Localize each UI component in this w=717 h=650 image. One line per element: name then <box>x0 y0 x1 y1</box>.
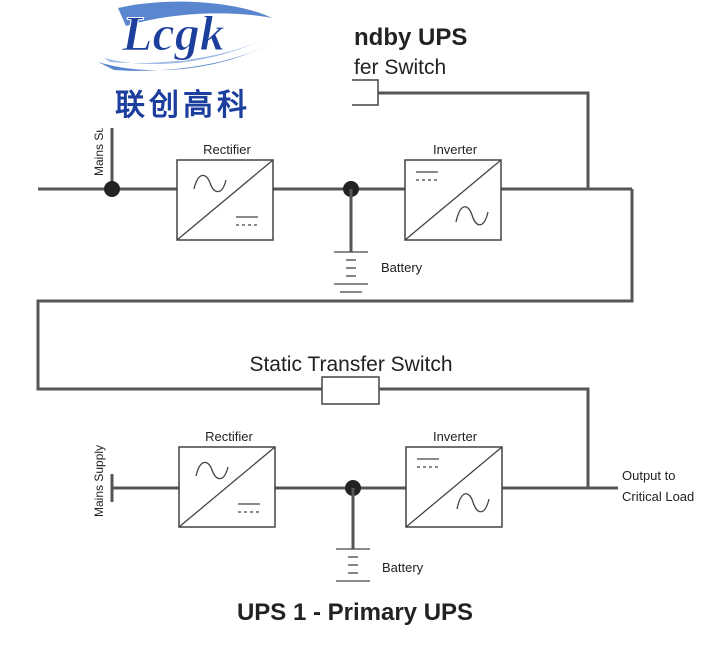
bottom-transfer-switch <box>321 376 380 405</box>
logo-brand-text: Lcgk <box>121 5 225 61</box>
top-bypass-wire <box>378 91 590 189</box>
top-transfer-switch-label: fer Switch <box>354 56 446 79</box>
top-inverter-label: Inverter <box>433 142 478 157</box>
logo-swoosh-upper <box>118 1 272 26</box>
top-rectifier <box>176 159 274 241</box>
bottom-mains-label: Mains Supply <box>92 445 106 517</box>
company-logo: Lcgk 联创高科 <box>0 0 352 128</box>
top-rectifier-label: Rectifier <box>203 142 251 157</box>
bottom-rectifier <box>178 446 276 528</box>
top-to-bottom-wire <box>36 189 634 391</box>
top-battery-label: Battery <box>381 260 423 275</box>
bottom-battery-icon <box>336 548 370 582</box>
bottom-bypass-wire <box>379 387 590 488</box>
top-mains-label: Mains Supp <box>92 112 106 176</box>
bottom-inverter <box>405 446 503 528</box>
bottom-battery-label: Battery <box>382 560 424 575</box>
top-ups-title: ndby UPS <box>354 24 467 51</box>
logo-swoosh-lower <box>98 44 270 71</box>
logo-chinese-text: 联创高科 <box>115 88 251 123</box>
top-mains-node <box>104 181 120 197</box>
top-inverter <box>404 159 502 241</box>
bottom-transfer-switch-label: Static Transfer Switch <box>249 353 452 376</box>
bottom-inverter-label: Inverter <box>433 429 478 444</box>
bottom-ups-title: UPS 1 - Primary UPS <box>237 599 473 626</box>
output-label-line2: Critical Load <box>622 489 694 504</box>
bottom-rectifier-label: Rectifier <box>205 429 253 444</box>
logo-swoosh-accent <box>104 40 262 64</box>
output-label-line1: Output to <box>622 468 675 483</box>
top-battery-icon <box>334 251 368 293</box>
